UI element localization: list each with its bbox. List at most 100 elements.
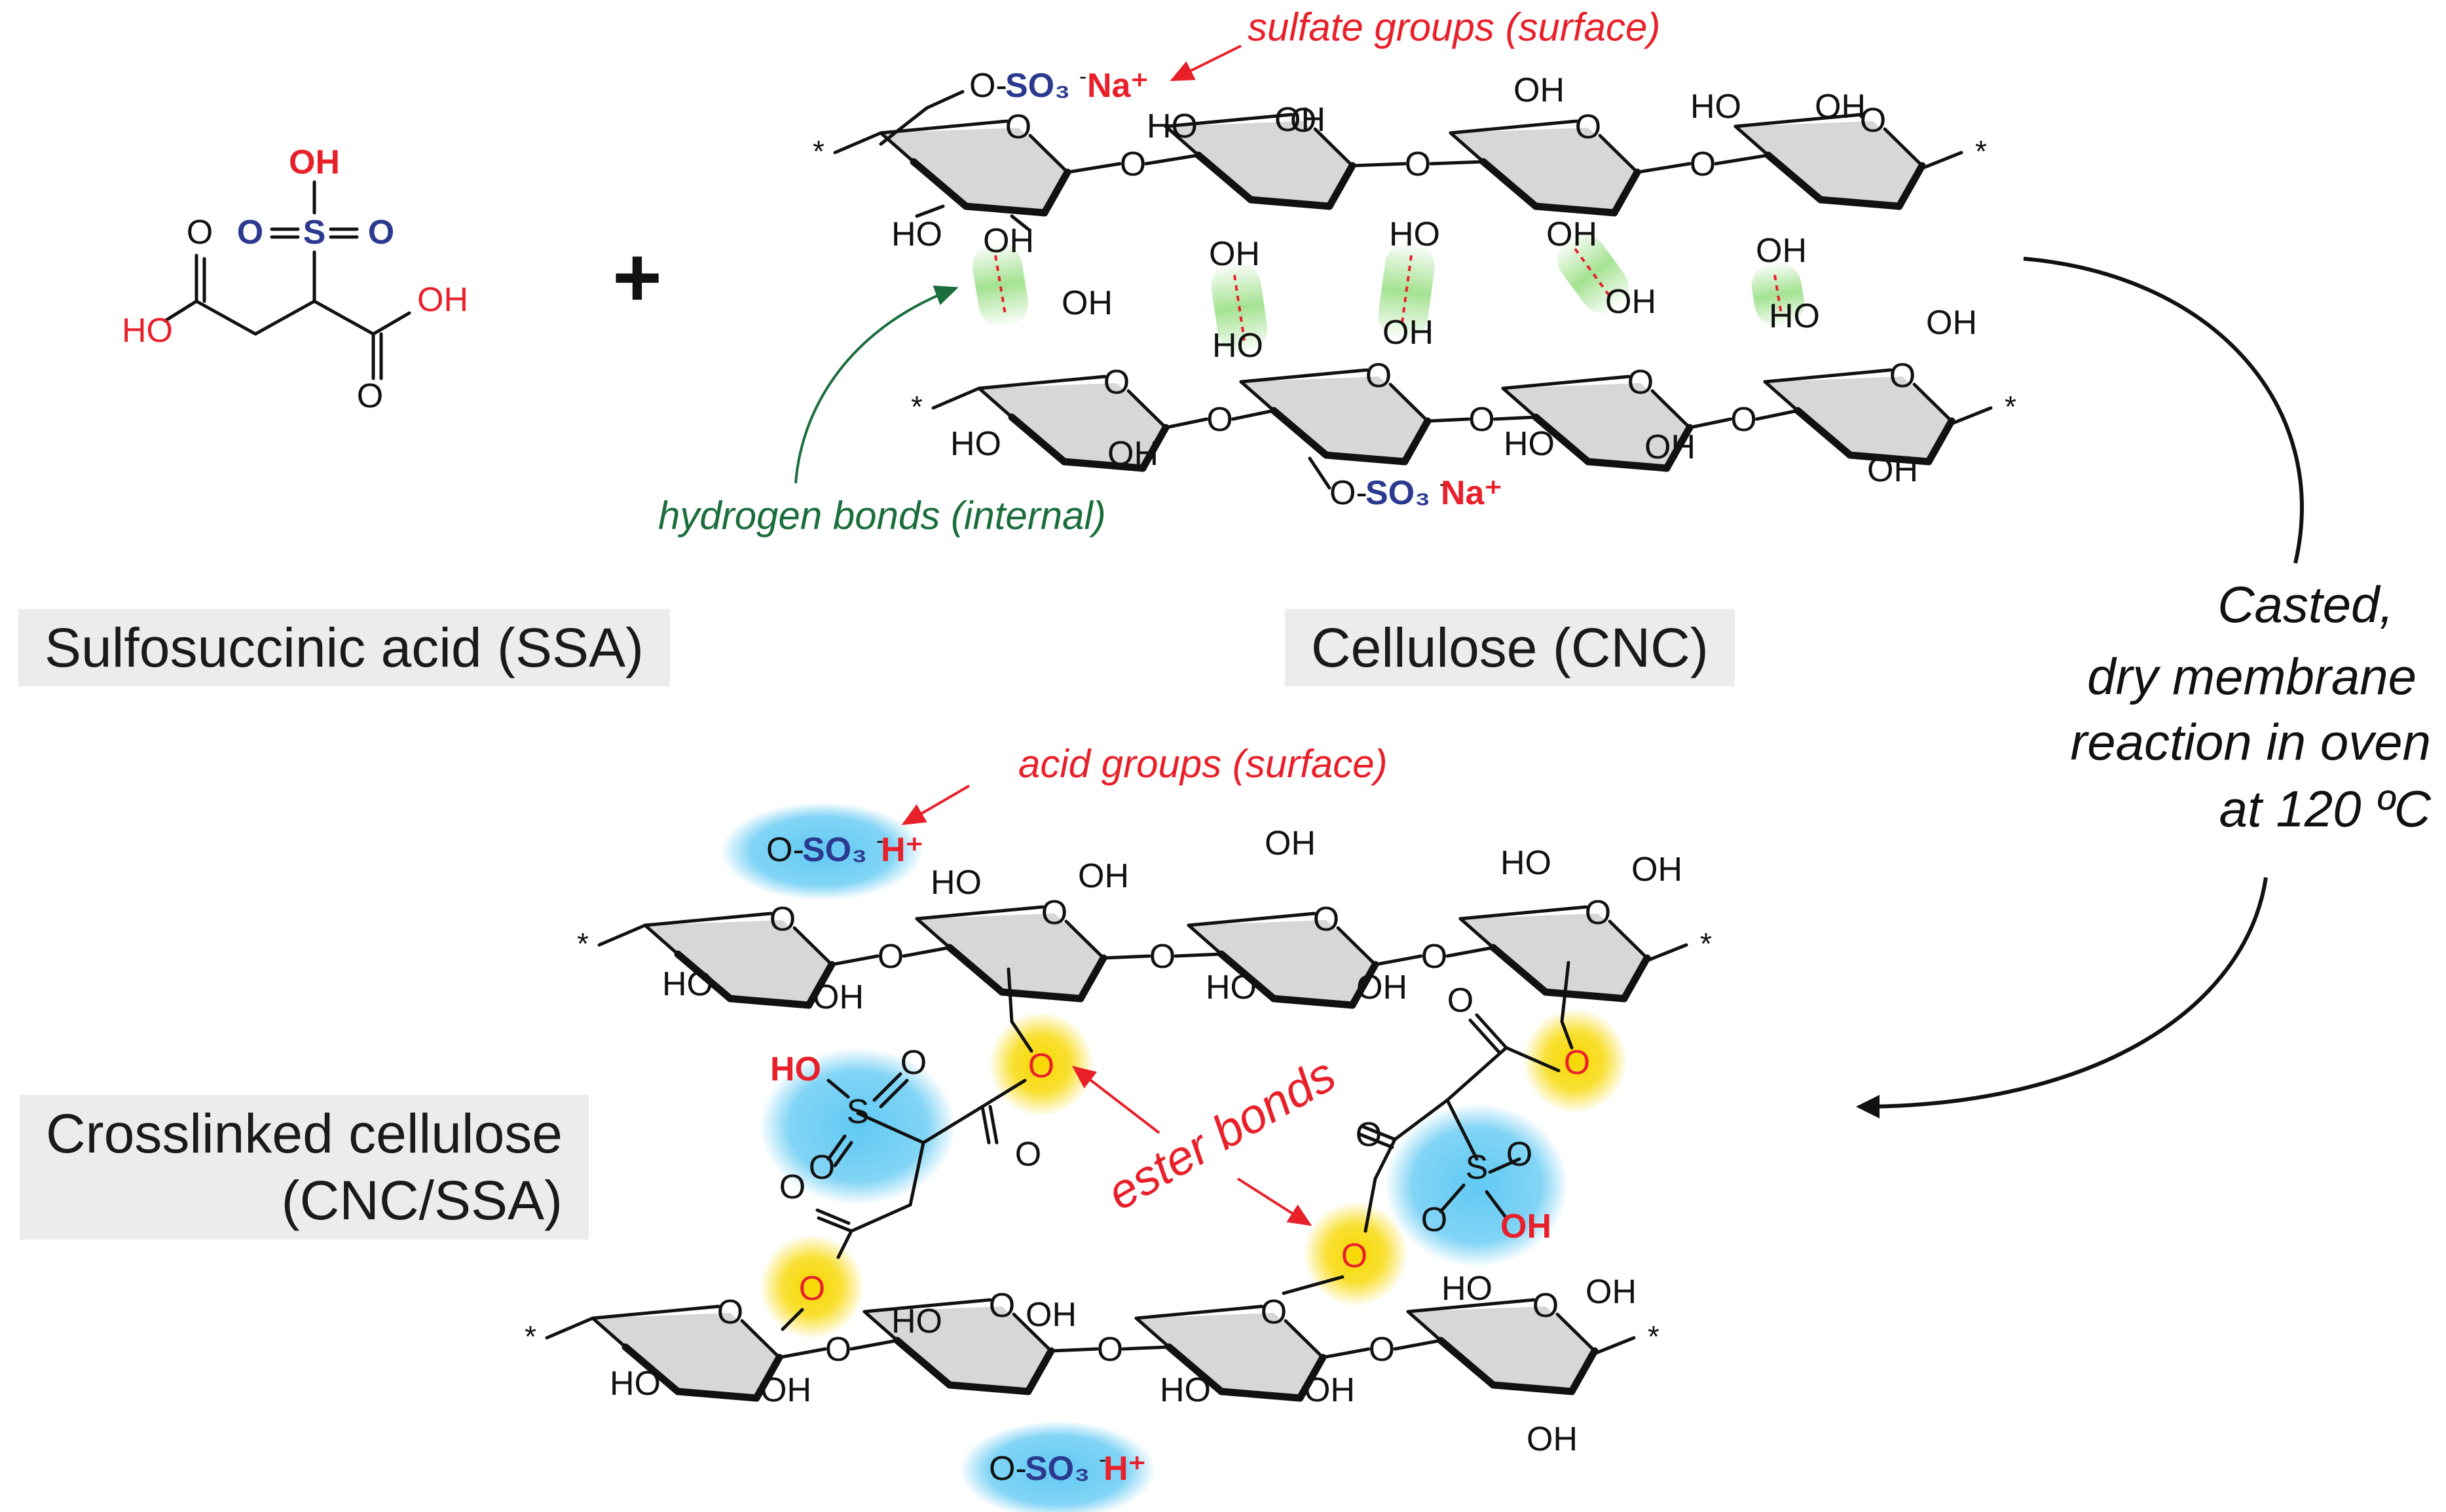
crosslinked-upper-ring1-ring-oxygen: O [769, 900, 796, 938]
crosslinked-upper-glycosidic-bond [1373, 954, 1423, 967]
reaction-condition-line4: at 120 ºC [2219, 780, 2432, 838]
crosslinked-lower-glycosidic-oxygen: O [1097, 1331, 1123, 1369]
cnc-lower-ring2-bold-bond [1401, 417, 1432, 466]
crosslinked-upper-ring1-bond [643, 912, 773, 927]
crosslinker-bond [1560, 1020, 1574, 1050]
crosslinked-upper-ring3-bold-bond [1348, 961, 1379, 1009]
crosslinker-bond [826, 1079, 850, 1099]
crosslinked-acid-charge: - [1099, 1447, 1106, 1472]
crosslinked-lower-ring3-bold-bond [1217, 1388, 1304, 1402]
crosslinker-bond [1485, 1190, 1508, 1220]
crosslinked-lower-chain-end: * [525, 1319, 536, 1354]
crosslinked-lower-ring4-bond [1555, 1312, 1597, 1353]
crosslinked-upper-ring2-bold-bond [1077, 954, 1107, 1003]
cnc-hydroxyl: HO [1147, 107, 1198, 145]
crosslinked-lower-glycosidic-bond [1321, 1347, 1371, 1359]
crosslinked-upper-ring1-bond [643, 923, 680, 956]
crosslinker-sulfur: S [847, 1093, 870, 1131]
ester-oxygen: O [1028, 1047, 1054, 1085]
cnc-upper-ring3-bond [1598, 134, 1639, 174]
cnc-lower-ring2-ring-oxygen: O [1365, 357, 1392, 395]
cnc-lower-terminal-bond [1950, 406, 1993, 426]
crosslinked-upper-ring3-bond [1187, 923, 1223, 956]
crosslinked-upper-ring2-bold-bond [946, 944, 1006, 996]
crosslinked-lower-ring2-bold-bond [893, 1337, 954, 1389]
crosslinked-acid-oxygen: O- [766, 831, 804, 869]
highlight-glows [720, 233, 1805, 1512]
crosslinked-lower-ring2-ring-oxygen: O [989, 1287, 1015, 1325]
ssa-hydroxyl: OH [417, 281, 468, 319]
crosslinker-carbonyl-oxygen: O [1356, 1116, 1382, 1154]
crosslinked-hydroxyl: OH [1585, 1273, 1637, 1311]
crosslinked-acid: SO₃ [1025, 1450, 1090, 1488]
ssa-label: Sulfosuccinic acid (SSA) [18, 609, 671, 687]
crosslinked-upper-ring1-bold-bond [805, 961, 836, 1009]
crosslinked-upper-glycosidic-oxygen: O [878, 938, 904, 976]
cnc-lower-ring4-ring-oxygen: O [1889, 357, 1916, 395]
acid-group-glow [959, 1421, 1156, 1512]
crosslinker-bond [781, 1308, 804, 1331]
cnc-lower-ring4-bold-bond [1925, 417, 1955, 466]
crosslinker-sulfur: S [1466, 1149, 1489, 1187]
crosslinked-lower-terminal-bond [545, 1316, 595, 1340]
cnc-upper-ring1-bond [1028, 134, 1069, 174]
crosslinker-bond [817, 1216, 853, 1233]
crosslinked-upper-ring4-bold-bond [1542, 988, 1628, 1003]
crosslinker-bond [1439, 1183, 1466, 1213]
cnc-upper-glycosidic-bond [1635, 162, 1692, 174]
crosslinker-bond [815, 1208, 851, 1225]
cnc-upper-ring4-bond [1733, 113, 1863, 128]
cnc-lower-ring4-bold-bond [1794, 407, 1854, 459]
cnc-hydroxyl: OH [1867, 451, 1918, 489]
cnc-lower-ring4-bond [1912, 382, 1954, 423]
crosslinked-lower-ring2-fill [864, 1306, 1051, 1392]
cnc-lower-ring3-bond [1650, 389, 1692, 430]
crosslinked-hydroxyl: OH [760, 1371, 811, 1409]
acid-group-glow [720, 802, 923, 900]
cnc-sulfate: SO₃ [1005, 67, 1070, 105]
cnc-upper-glycosidic-bond [1350, 162, 1407, 168]
reaction-condition-line3: reaction in oven [2070, 713, 2431, 771]
cnc-hydroxyl: OH [1274, 101, 1325, 139]
ester-oxygen: O [1341, 1237, 1367, 1275]
cnc-upper-ring2-ring-oxygen: O [1290, 101, 1316, 139]
crosslinked-lower-ring1-fill [593, 1313, 779, 1398]
cnc-hydroxyl: HO [1690, 88, 1741, 126]
cnc-lower-ring2-bold-bond [1270, 407, 1330, 459]
crosslinked-hydroxyl: HO [931, 864, 982, 902]
crosslinker-bond [1282, 1275, 1344, 1295]
crosslinker-bond [1363, 1177, 1377, 1233]
cnc-lower-ring4-bold-bond [1846, 451, 1933, 466]
crosslinked-lower-glycosidic-oxygen: O [825, 1331, 851, 1369]
cnc-lower-ring3-bond [1501, 375, 1631, 390]
crosslinked-lower-ring1-bold-bond [674, 1388, 760, 1402]
cnc-hydroxyl: HO [1389, 215, 1440, 253]
crosslinked-upper-ring1-bond [792, 926, 834, 967]
cnc-hydroxyl: OH [1756, 232, 1807, 270]
crosslinked-lower-ring3-bond [1134, 1316, 1171, 1349]
crosslinked-upper-ring2-ring-oxygen: O [1041, 894, 1067, 932]
cnc-sulfate-charge: - [1439, 471, 1447, 496]
crosslinked-upper-ring4-bond [1608, 919, 1649, 960]
cnc-lower-ring1-bond [977, 386, 1014, 419]
cnc-hydroxyl: OH [1107, 435, 1158, 473]
cnc-bond [1308, 456, 1331, 490]
reaction-condition-line2: dry membrane [2087, 648, 2417, 705]
crosslinked-lower-ring1-bold-bond [752, 1354, 783, 1402]
crosslinker-sulfonyl-oxygen: O [900, 1044, 927, 1082]
crosslinked-lower-ring4-bold-bond [1568, 1347, 1599, 1395]
cnc-lower-glycosidic-bond [1164, 417, 1208, 430]
ssa-bond [163, 299, 198, 323]
cnc-lower-ring2-fill [1241, 377, 1428, 462]
cnc-hydroxyl: OH [1926, 304, 1977, 342]
crosslinked-upper-ring2-bond [1064, 919, 1105, 960]
cnc-upper-ring3-fill [1451, 128, 1637, 213]
cnc-bond [879, 106, 929, 146]
crosslinked-upper-terminal-bond [597, 923, 647, 947]
cnc-lower-glycosidic-bond [1426, 417, 1470, 423]
crosslinked-lower-ring4-bond [1406, 1310, 1443, 1342]
crosslinked-lower-ring3-bold-bond [1165, 1343, 1225, 1395]
crosslinked-lower-chain-end: * [1648, 1319, 1659, 1354]
sulfate-groups-annotation: sulfate groups (surface) [1248, 5, 1660, 49]
